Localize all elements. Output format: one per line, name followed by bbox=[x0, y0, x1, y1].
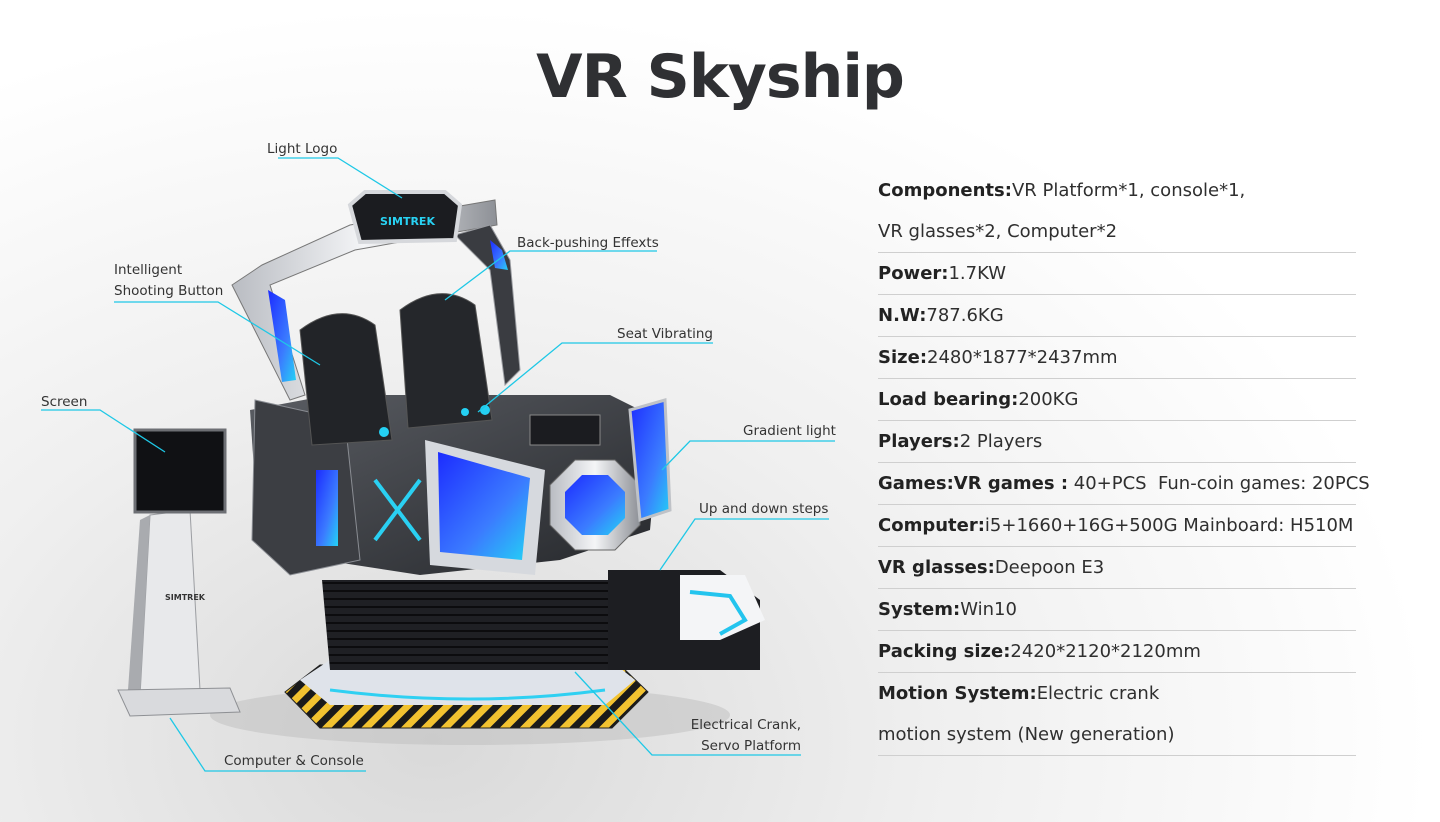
vr-skyship-illustration: SIMTREK SIMTREK bbox=[117, 190, 765, 745]
spec-label: Motion System: bbox=[878, 683, 1037, 704]
svg-text:SIMTREK: SIMTREK bbox=[380, 215, 435, 228]
callout-crank-line1: Electrical Crank, bbox=[690, 717, 801, 733]
spec-row-computer: Computer:i5+1660+16G+500G Mainboard: H51… bbox=[878, 505, 1356, 547]
spec-value: Deepoon E3 bbox=[994, 557, 1105, 578]
callout-screen: Screen bbox=[41, 394, 88, 410]
spec-row-games: Games:VR games : 40+PCS Fun-coin games: … bbox=[878, 463, 1370, 505]
callout-back-pushing: Back-pushing Effexts bbox=[517, 235, 659, 251]
callout-gradient-light: Gradient light bbox=[743, 423, 836, 439]
spec-value: 40+PCS Fun-coin games: 20PCS bbox=[1068, 473, 1370, 494]
leader-lines bbox=[41, 157, 835, 772]
spec-row-system: System:Win10 bbox=[878, 589, 1356, 631]
callout-electrical-crank: Electrical Crank, Servo Platform bbox=[660, 715, 801, 757]
spec-label: Load bearing: bbox=[878, 389, 1019, 410]
spec-value: VR Platform*1, console*1, bbox=[1011, 180, 1246, 201]
spec-row-players: Players:2 Players bbox=[878, 421, 1356, 463]
spec-list: Components:VR Platform*1, console*1, VR … bbox=[878, 170, 1370, 756]
page-title: VR Skyship bbox=[536, 42, 905, 112]
spec-value: 2420*2120*2120mm bbox=[1010, 641, 1201, 662]
steps bbox=[608, 570, 765, 670]
spec-value: Win10 bbox=[960, 599, 1017, 620]
spec-row-power: Power:1.7KW bbox=[878, 253, 1356, 295]
spec-label: Games:VR games : bbox=[878, 473, 1069, 494]
callout-up-down-steps: Up and down steps bbox=[699, 501, 829, 517]
spec-value: 200KG bbox=[1018, 389, 1079, 410]
screen-kiosk: SIMTREK bbox=[117, 428, 241, 717]
spec-label: Components: bbox=[878, 180, 1012, 201]
spec-value: 2 Players bbox=[959, 431, 1043, 452]
svg-text:SIMTREK: SIMTREK bbox=[165, 593, 206, 602]
spec-label: Packing size: bbox=[878, 641, 1011, 662]
callout-computer-console: Computer & Console bbox=[224, 753, 364, 769]
spec-row-vr-glasses: VR glasses:Deepoon E3 bbox=[878, 547, 1356, 589]
spec-value-line2: VR glasses*2, Computer*2 bbox=[878, 221, 1118, 242]
spec-label: Power: bbox=[878, 263, 949, 284]
callout-crank-line2: Servo Platform bbox=[701, 738, 801, 754]
spec-label: Computer: bbox=[878, 515, 985, 536]
spec-value: 1.7KW bbox=[948, 263, 1007, 284]
spec-label: Players: bbox=[878, 431, 960, 452]
callout-shooting-button: Intelligent Shooting Button bbox=[114, 260, 223, 302]
callout-shooting-line1: Intelligent bbox=[114, 262, 183, 278]
callout-seat-vibrating: Seat Vibrating bbox=[617, 326, 713, 342]
spec-label: N.W: bbox=[878, 305, 927, 326]
spec-label: System: bbox=[878, 599, 961, 620]
spec-row-size: Size:2480*1877*2437mm bbox=[878, 337, 1356, 379]
spec-value: i5+1660+16G+500G Mainboard: H510M bbox=[984, 515, 1354, 536]
callout-shooting-line2: Shooting Button bbox=[114, 283, 224, 299]
spec-label: Size: bbox=[878, 347, 928, 368]
spec-value-line2: motion system (New generation) bbox=[878, 724, 1175, 745]
spec-row-components: Components:VR Platform*1, console*1, VR … bbox=[878, 170, 1356, 253]
spec-label: VR glasses: bbox=[878, 557, 995, 578]
spec-row-nw: N.W:787.6KG bbox=[878, 295, 1356, 337]
spec-row-packing-size: Packing size:2420*2120*2120mm bbox=[878, 631, 1356, 673]
callout-light-logo: Light Logo bbox=[267, 141, 338, 157]
spec-value: Electric crank bbox=[1036, 683, 1160, 704]
spec-row-motion-system: Motion System:Electric crank motion syst… bbox=[878, 673, 1356, 756]
spec-value: 787.6KG bbox=[926, 305, 1004, 326]
spec-value: 2480*1877*2437mm bbox=[927, 347, 1118, 368]
spec-row-load-bearing: Load bearing:200KG bbox=[878, 379, 1356, 421]
